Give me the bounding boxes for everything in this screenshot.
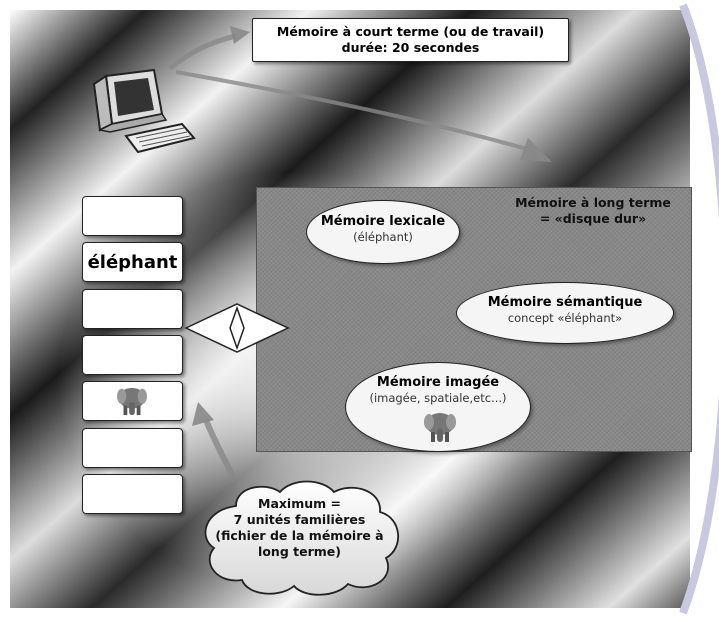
lexical-memory-title: Mémoire lexicale xyxy=(320,214,446,229)
elephant-icon xyxy=(116,387,148,416)
memory-slot: éléphant xyxy=(82,242,183,282)
memory-slot-label xyxy=(83,475,182,513)
lexical-memory-sub: (éléphant) xyxy=(353,230,413,244)
memory-slot-label xyxy=(83,197,182,235)
image-memory-sub: (imagée, spatiale,etc...) xyxy=(369,391,507,405)
diamond-connector xyxy=(184,303,290,353)
memory-slot-label xyxy=(83,336,182,374)
computer-icon xyxy=(92,68,196,154)
long-term-memory-title: Mémoire à long terme = «disque dur» xyxy=(493,195,693,227)
ltm-title-line1: Mémoire à long terme xyxy=(515,195,671,210)
short-term-memory-title: Mémoire à court terme (ou de travail) xyxy=(276,24,545,39)
short-term-memory-box: Mémoire à court terme (ou de travail) du… xyxy=(252,18,569,62)
cloud-line: (fichier de la mémoire à xyxy=(215,528,384,543)
semantic-memory-ellipse: Mémoire sémantique concept «éléphant» xyxy=(456,282,674,344)
memory-slot xyxy=(82,381,183,421)
cloud-line: long terme) xyxy=(258,544,341,559)
memory-slot xyxy=(82,289,183,329)
short-term-memory-duration: durée: 20 secondes xyxy=(341,40,480,55)
cloud-text: Maximum = 7 unités familières (fichier d… xyxy=(211,496,388,560)
memory-slot xyxy=(82,428,183,468)
image-memory-title: Mémoire imagée xyxy=(376,375,500,390)
memory-slot xyxy=(82,196,183,236)
lexical-memory-ellipse: Mémoire lexicale (éléphant) xyxy=(306,200,460,264)
memory-slot-label xyxy=(83,290,182,328)
memory-slot xyxy=(82,474,183,514)
memory-slot xyxy=(82,335,183,375)
elephant-icon xyxy=(424,413,456,442)
memory-slot-label xyxy=(83,429,182,467)
semantic-memory-sub: concept «éléphant» xyxy=(507,311,623,325)
cloud-line: Maximum = xyxy=(258,496,341,511)
semantic-memory-title: Mémoire sémantique xyxy=(487,295,643,310)
ltm-title-line2: = «disque dur» xyxy=(539,211,647,226)
memory-slot-label: éléphant xyxy=(87,251,178,273)
cloud-line: 7 unités familières xyxy=(233,512,366,527)
cloud-shape xyxy=(204,480,400,596)
